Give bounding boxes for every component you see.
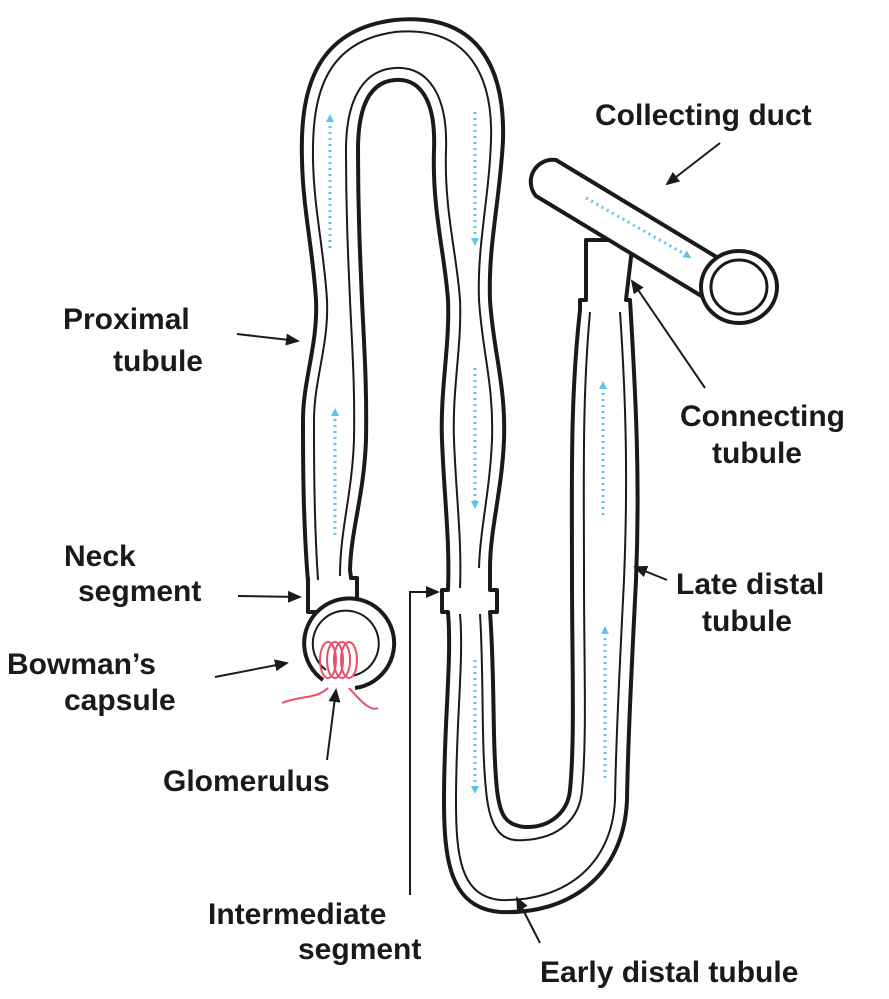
label-neck-segment-line2: segment — [78, 575, 201, 609]
pointer-neck-segment — [238, 596, 300, 597]
label-intermediate-segment-line2: segment — [298, 933, 421, 967]
label-proximal-tubule-line2: tubule — [113, 345, 203, 379]
pointer-bowmans-capsule — [215, 663, 287, 677]
label-late-distal-line2: tubule — [702, 605, 792, 639]
label-collecting-duct: Collecting duct — [595, 99, 812, 133]
label-late-distal-line1: Late distal — [676, 568, 824, 602]
pointer-connecting-tubule — [632, 281, 705, 388]
label-neck-segment-line1: Neck — [64, 540, 136, 574]
label-proximal-tubule-line1: Proximal — [63, 303, 190, 337]
bowmans-capsule — [304, 598, 394, 688]
label-glomerulus: Glomerulus — [163, 765, 330, 799]
label-bowmans-capsule-line1: Bowman’s — [7, 648, 156, 682]
label-early-distal-tubule: Early distal tubule — [540, 956, 798, 990]
collecting-duct — [531, 160, 777, 323]
pointer-intermediate-segment — [410, 592, 438, 895]
label-bowmans-capsule-line2: capsule — [64, 684, 176, 718]
pointer-proximal-tubule — [237, 334, 298, 341]
pointer-late-distal — [635, 567, 667, 580]
label-intermediate-segment-line1: Intermediate — [208, 898, 386, 932]
label-connecting-tubule-line2: tubule — [712, 437, 802, 471]
pointer-collecting-duct — [667, 143, 720, 184]
pointer-glomerulus — [327, 690, 336, 760]
label-connecting-tubule-line1: Connecting — [680, 400, 845, 434]
